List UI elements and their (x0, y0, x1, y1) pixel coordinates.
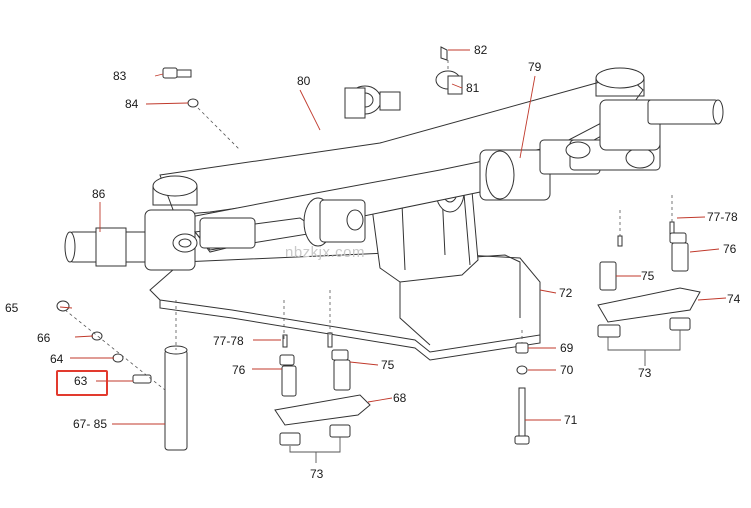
callout-77-78-right: 77-78 (707, 210, 738, 224)
right-knuckle (599, 99, 661, 151)
bushing-76-center (281, 365, 297, 397)
watermark: nbzkjx.com (285, 244, 366, 261)
callout-65: 65 (5, 301, 19, 315)
callout-63: 63 (74, 374, 88, 388)
callout-86: 86 (92, 187, 106, 201)
callout-84: 84 (125, 97, 139, 111)
bolt-71 (518, 387, 526, 439)
right-spindle (647, 99, 719, 125)
callout-74: 74 (727, 292, 741, 306)
callout-66: 66 (37, 331, 51, 345)
callout-75-center: 75 (381, 358, 395, 372)
callout-68: 68 (393, 391, 407, 405)
steering-arm-center (274, 394, 371, 426)
callout-83: 83 (113, 69, 127, 83)
callout-77-78-center: 77-78 (213, 334, 244, 348)
callout-71: 71 (564, 413, 578, 427)
king-pin (164, 349, 188, 451)
highlight-box-63 (56, 370, 108, 396)
callout-82: 82 (474, 43, 488, 57)
callout-72: 72 (559, 286, 573, 300)
callout-75-right: 75 (641, 269, 655, 283)
right-hub-top (595, 67, 645, 89)
left-hub-top (152, 175, 198, 197)
callout-73-center: 73 (310, 467, 324, 481)
callout-76-center: 76 (232, 363, 246, 377)
callout-67-85: 67- 85 (73, 417, 108, 431)
callout-64: 64 (50, 352, 64, 366)
callout-69: 69 (560, 341, 574, 355)
callout-70: 70 (560, 363, 574, 377)
callout-80: 80 (297, 74, 311, 88)
bushing-75-right (599, 261, 617, 291)
steering-arm-right (597, 287, 701, 323)
bushing-76-right (671, 242, 689, 272)
bushing-75-center (333, 359, 351, 391)
callout-79: 79 (528, 60, 542, 74)
callout-76-right: 76 (723, 242, 737, 256)
callout-73-right: 73 (638, 366, 652, 380)
callout-81: 81 (466, 81, 480, 95)
main-arm (159, 75, 644, 216)
